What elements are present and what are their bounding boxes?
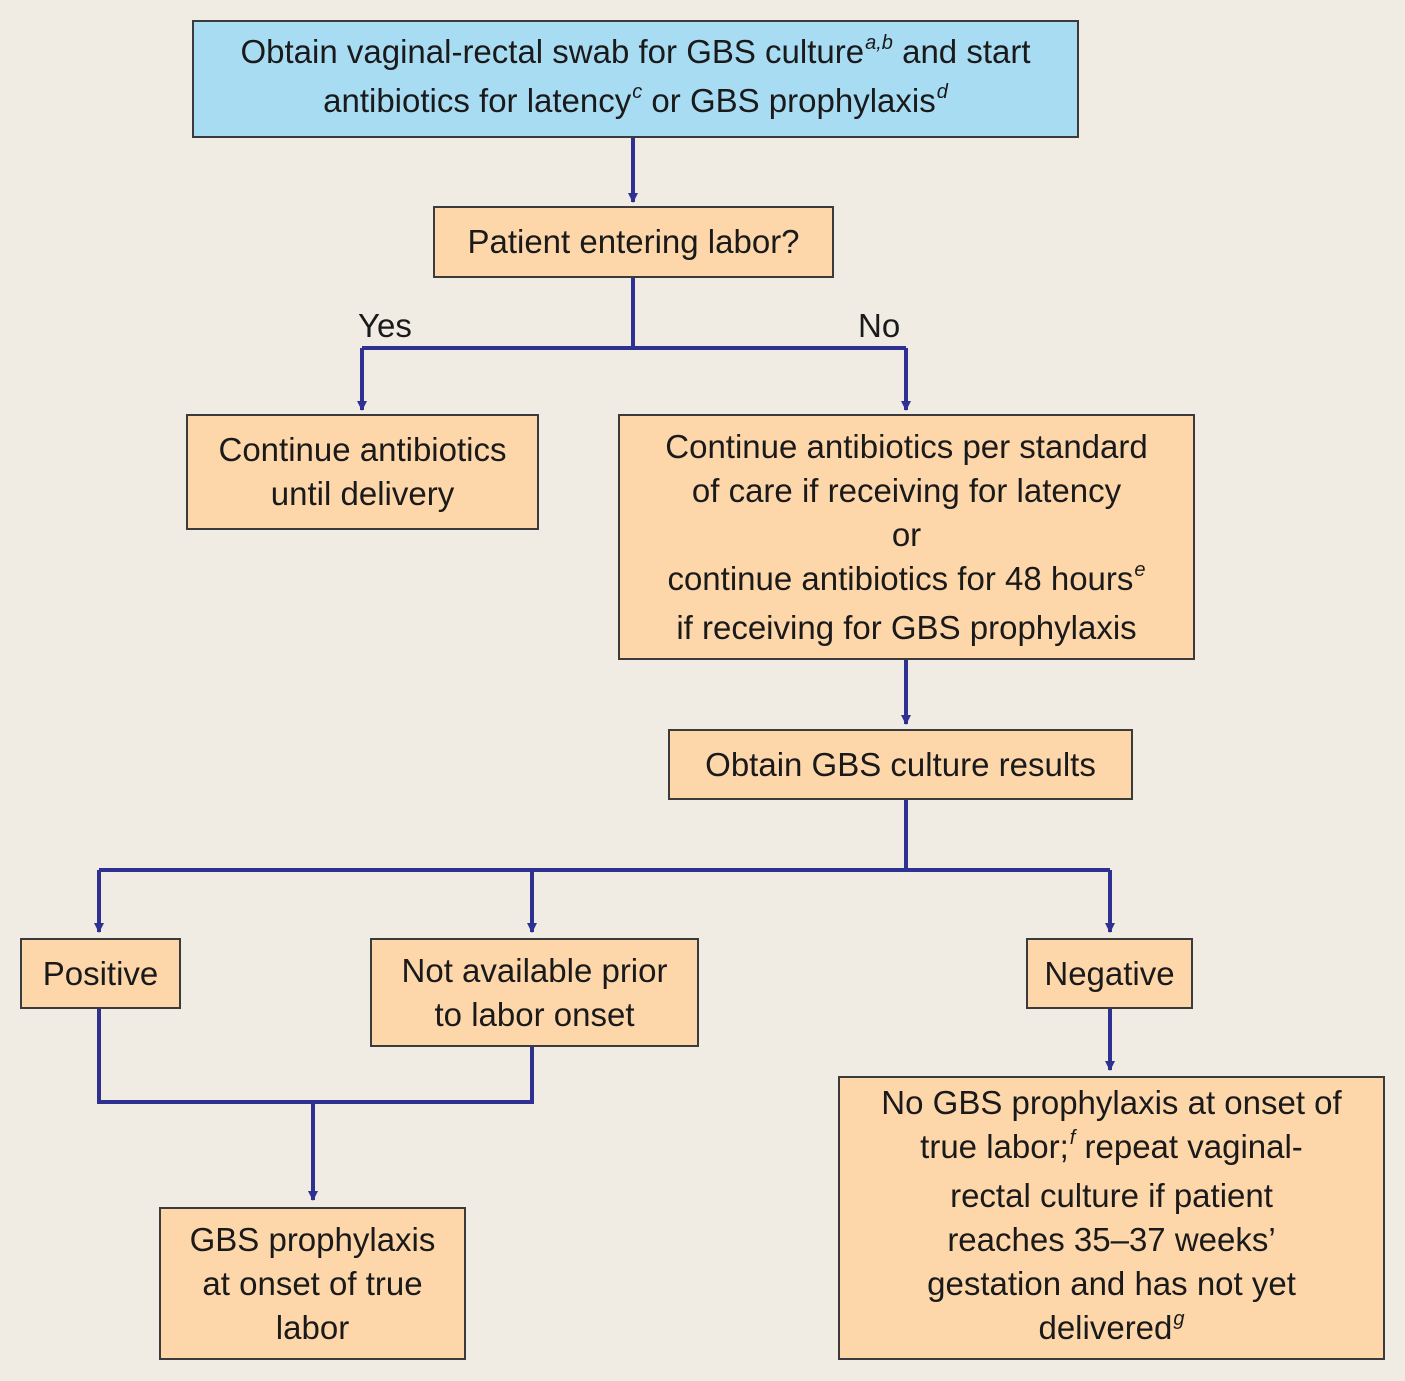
labor-question-box: Patient entering labor?	[433, 206, 834, 278]
negative-box: Negative	[1026, 938, 1193, 1009]
not-available-line-2: to labor onset	[434, 995, 635, 1033]
obtain-results-text: Obtain GBS culture results	[705, 745, 1096, 783]
continue-standard-line-3: or	[891, 515, 922, 553]
line-question-split	[362, 278, 906, 350]
continue-until-delivery-box: Continue antibiotics until delivery	[186, 414, 539, 530]
footnote-g: g	[1173, 1308, 1185, 1330]
gbs-prophylaxis-line-3: labor	[275, 1308, 350, 1346]
footnote-e: e	[1134, 558, 1146, 581]
footnote-ab: a,b	[865, 32, 893, 54]
positive-box: Positive	[20, 938, 181, 1009]
no-prophylaxis-line-3: rectal culture if patient	[950, 1177, 1273, 1214]
continue-standard-line-2: of care if receiving for latency	[691, 471, 1122, 509]
gbs-prophylaxis-box: GBS prophylaxis at onset of true labor	[159, 1207, 466, 1360]
continue-standard-line-1: Continue antibiotics per standard	[665, 427, 1148, 465]
continue-until-delivery-line-1: Continue antibiotics	[218, 431, 507, 468]
footnote-c: c	[632, 81, 643, 103]
start-box: Obtain vaginal-rectal swab for GBS cultu…	[192, 20, 1079, 138]
continue-until-delivery-line-2: until delivery	[270, 475, 455, 512]
negative-text: Negative	[1044, 954, 1175, 992]
footnote-d: d	[936, 81, 948, 103]
line-merge	[97, 1008, 534, 1200]
no-prophylaxis-line-5: gestation and has not yet	[927, 1265, 1296, 1302]
start-text-4: or GBS prophylaxis	[642, 82, 936, 119]
no-prophylaxis-line-2a: true labor;	[920, 1128, 1069, 1165]
not-available-box: Not available prior to labor onset	[370, 938, 699, 1047]
obtain-results-box: Obtain GBS culture results	[668, 729, 1133, 800]
footnote-f: f	[1069, 1127, 1076, 1149]
no-prophylaxis-box: No GBS prophylaxis at onset of true labo…	[838, 1076, 1385, 1360]
gbs-prophylaxis-line-2: at onset of true	[202, 1264, 423, 1302]
continue-standard-line-4: continue antibiotics for 48 hours	[667, 559, 1134, 597]
start-text-3: antibiotics for latency	[323, 82, 632, 119]
no-prophylaxis-line-1: No GBS prophylaxis at onset of	[881, 1084, 1342, 1121]
gbs-prophylaxis-line-1: GBS prophylaxis	[189, 1220, 436, 1258]
no-label: No	[858, 307, 901, 344]
line-results-split	[99, 800, 1110, 872]
not-available-line-1: Not available prior	[401, 951, 668, 989]
positive-text: Positive	[42, 954, 159, 992]
start-text-1: Obtain vaginal-rectal swab for GBS cultu…	[240, 33, 865, 70]
start-text-2: and start	[892, 33, 1031, 70]
no-prophylaxis-line-4: reaches 35–37 weeks’	[947, 1221, 1276, 1258]
no-prophylaxis-line-6: delivered	[1038, 1309, 1173, 1346]
continue-standard-box: Continue antibiotics per standard of car…	[618, 414, 1195, 660]
no-prophylaxis-line-2b: repeat vaginal-	[1075, 1128, 1303, 1165]
labor-question-text: Patient entering labor?	[467, 223, 800, 260]
continue-standard-line-5: if receiving for GBS prophylaxis	[676, 608, 1137, 646]
yes-label: Yes	[358, 307, 412, 344]
